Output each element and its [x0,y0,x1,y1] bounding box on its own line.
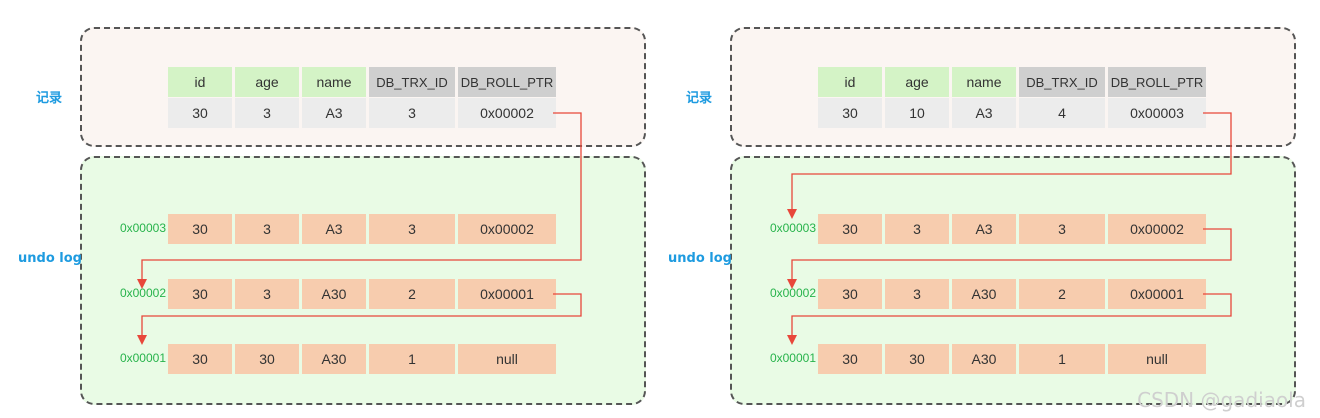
roll-ptr-arrow [791,112,1232,215]
record-cell: 4 [1019,98,1105,128]
record-cell: A3 [952,98,1016,128]
record-cell: 10 [885,98,949,128]
undo-cell: A30 [302,279,366,309]
record-label: 记录 [36,91,63,106]
undo-cell: 30 [168,214,232,244]
undo-address: 0x00001 [119,351,166,365]
undo-address: 0x00003 [769,221,816,235]
undo-cell: 30 [168,279,232,309]
roll-ptr-arrow [791,293,1232,340]
undo-cell: A30 [302,344,366,374]
arrow-head [787,335,797,345]
header-name: name [302,67,366,97]
record-cell: 3 [235,98,299,128]
record-cell: 30 [818,98,882,128]
header-db-trx-id: DB_TRX_ID [369,67,455,97]
roll-ptr-arrow [791,228,1232,285]
undo-cell: A30 [952,344,1016,374]
header-row: id age name DB_TRX_ID DB_ROLL_PTR [818,67,1206,97]
header-db-trx-id: DB_TRX_ID [1019,67,1105,97]
arrow-head [137,279,147,289]
record-row: 30 3 A3 3 0x00002 [168,98,556,128]
undo-cell: null [458,344,556,374]
arrow-head [787,209,797,219]
undo-cell: 3 [369,214,455,244]
undo-cell: 0x00002 [458,214,556,244]
undo-row: 30 3 A3 3 0x00002 [818,214,1206,244]
undo-cell: 0x00002 [1108,214,1206,244]
undo-row: 30 30 A30 1 null [168,344,556,374]
header-age: age [885,67,949,97]
undo-cell: 30 [818,344,882,374]
undo-cell: 2 [1019,279,1105,309]
pointer-arrows [787,112,1232,345]
undo-cell: 3 [885,279,949,309]
undo-cell: 30 [885,344,949,374]
header-row: id age name DB_TRX_ID DB_ROLL_PTR [168,67,556,97]
undo-cell: 3 [1019,214,1105,244]
undo-cell: 30 [818,214,882,244]
undo-row: 30 3 A30 2 0x00001 [818,279,1206,309]
header-id: id [168,67,232,97]
arrow-head [137,335,147,345]
record-cell: A3 [302,98,366,128]
undo-cell: 30 [818,279,882,309]
record-cell: 30 [168,98,232,128]
undo-cell: 1 [1019,344,1105,374]
header-id: id [818,67,882,97]
undo-cell: 3 [235,279,299,309]
undo-row: 30 30 A30 1 null [818,344,1206,374]
undo-cell: 30 [235,344,299,374]
undo-cell: 0x00001 [1108,279,1206,309]
undo-address: 0x00002 [119,286,166,300]
undo-cell: 2 [369,279,455,309]
roll-ptr-arrow [141,112,582,285]
undo-cell: A30 [952,279,1016,309]
undo-cell: null [1108,344,1206,374]
undo-cell: A3 [952,214,1016,244]
roll-ptr-arrow [141,293,582,340]
panel-left: 记录 undo log id age name DB_TRX_ID DB_ROL… [18,27,646,405]
undo-address: 0x00001 [769,351,816,365]
undo-cell: 3 [235,214,299,244]
undo-address: 0x00003 [119,221,166,235]
arrow-head [787,279,797,289]
record-label: 记录 [686,91,713,106]
record-cell: 0x00002 [458,98,556,128]
header-name: name [952,67,1016,97]
undo-row: 30 3 A3 3 0x00002 [168,214,556,244]
watermark: CSDN @gadiaola [1137,388,1306,412]
undo-cell: 3 [885,214,949,244]
record-row: 30 10 A3 4 0x00003 [818,98,1206,128]
record-cell: 0x00003 [1108,98,1206,128]
header-db-roll-ptr: DB_ROLL_PTR [1108,67,1206,97]
pointer-arrows [137,112,582,345]
panel-right: 记录 undo log id age name DB_TRX_ID DB_ROL… [650,0,1310,418]
undo-row: 30 3 A30 2 0x00001 [168,279,556,309]
undo-log-label: undo log [18,251,82,266]
undo-cell: A3 [302,214,366,244]
header-db-roll-ptr: DB_ROLL_PTR [458,67,556,97]
undo-cell: 30 [168,344,232,374]
undo-log-label: undo log [668,251,732,266]
undo-cell: 1 [369,344,455,374]
record-cell: 3 [369,98,455,128]
undo-cell: 0x00001 [458,279,556,309]
header-age: age [235,67,299,97]
undo-address: 0x00002 [769,286,816,300]
